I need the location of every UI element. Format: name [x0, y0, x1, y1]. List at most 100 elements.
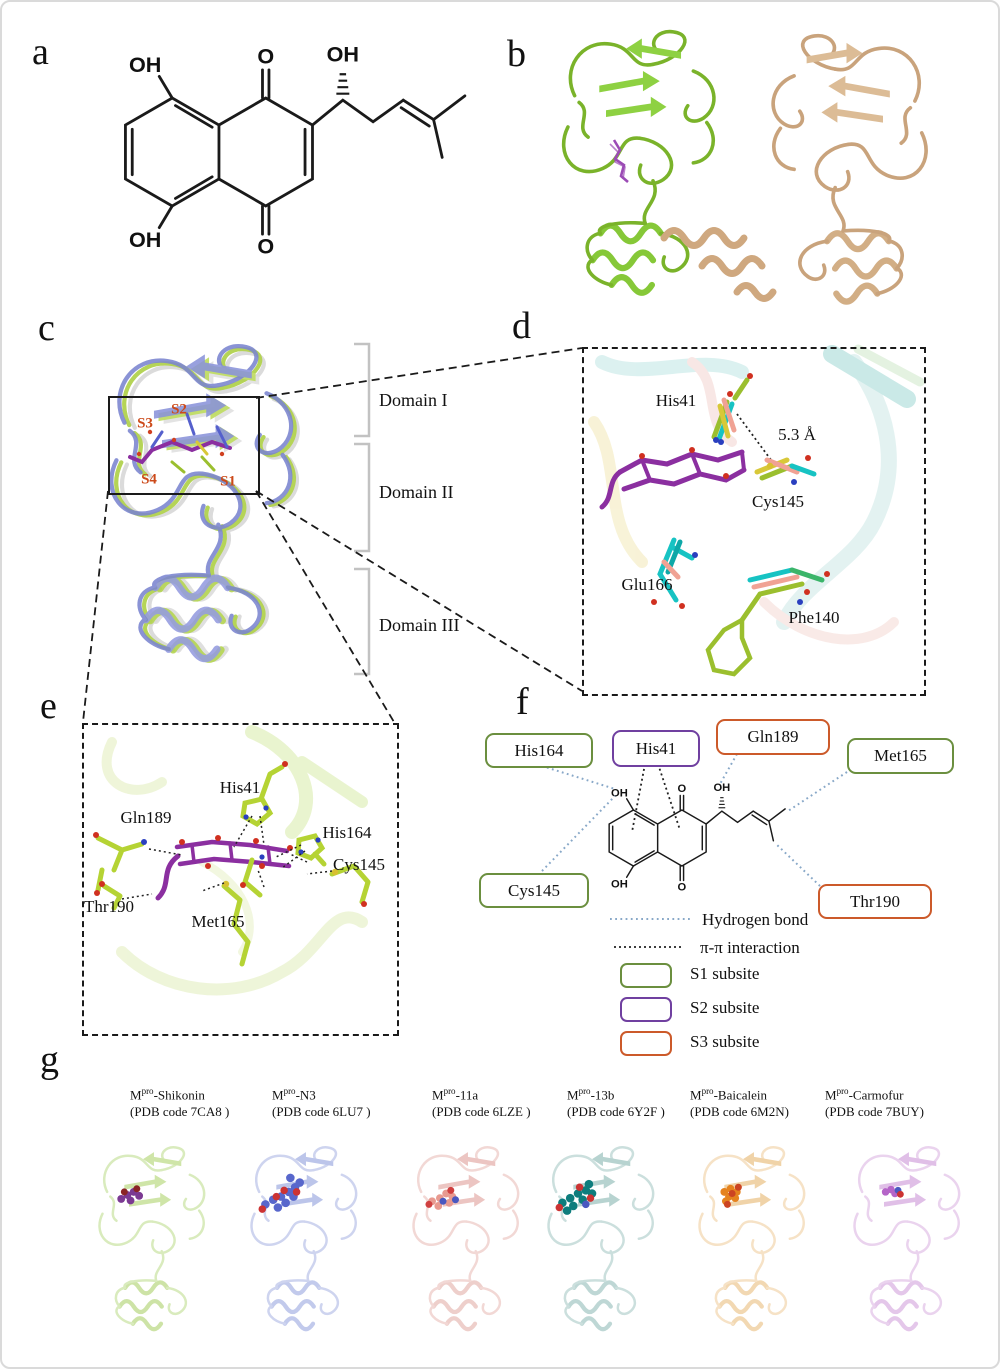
mpro-base: M — [690, 1087, 702, 1103]
interaction-box-gln189: Gln189 — [716, 719, 830, 755]
active-site-rectangle — [108, 396, 260, 495]
structure-label-11a: Mpro-11a (PDB code 6LZE ) — [432, 1083, 531, 1120]
residue-label-his41-d: His41 — [655, 391, 697, 410]
panel-letter-e: e — [40, 685, 57, 727]
panel-b-dimer — [564, 32, 926, 302]
residue-phe140-sticks — [705, 567, 830, 677]
residue-label-his164-e: His164 — [322, 823, 372, 842]
residue-label-thr190-e: Thr190 — [83, 897, 135, 916]
panel-d-closeup — [588, 344, 925, 677]
legend-s3-label: S3 subsite — [690, 1032, 760, 1051]
pdb-code: (PDB code 7CA8 ) — [130, 1104, 230, 1120]
ligand-name: -11a — [455, 1087, 479, 1103]
ligand-spheres — [425, 1186, 459, 1210]
mpro-base: M — [130, 1087, 142, 1103]
subsite-label-s2: S2 — [171, 401, 187, 418]
legend-s1-box — [620, 963, 672, 988]
pdb-code: (PDB code 7BUY) — [825, 1104, 924, 1120]
residue-his41-sticks — [711, 373, 753, 445]
ligand-spheres — [555, 1179, 597, 1215]
panel-e-frame — [82, 723, 399, 1036]
structure-label-baicalein: Mpro-Baicalein (PDB code 6M2N) — [690, 1083, 789, 1120]
interaction-box-his41: His41 — [612, 730, 700, 767]
interaction-box-his164: His164 — [485, 733, 593, 768]
ligand-name: -Baicalein — [713, 1087, 767, 1103]
panel-e-ligand — [155, 839, 292, 901]
distance-dotted-line — [736, 413, 775, 465]
domain-i-label: Domain I — [379, 390, 448, 410]
panel-c-overlay — [111, 342, 371, 676]
panel-d-ligand — [599, 449, 747, 510]
residue-label-cys145-e: Cys145 — [333, 855, 385, 874]
panel-g-structures — [100, 1147, 960, 1329]
pdb-code: (PDB code 6LZE ) — [432, 1104, 531, 1120]
mpro-sup: pro — [701, 1086, 714, 1096]
mpro-base: M — [825, 1087, 837, 1103]
panel-b-ligand — [609, 139, 629, 183]
residue-label-his41-e: His41 — [219, 778, 261, 797]
legend-hydrogen-bond-label: Hydrogen bond — [702, 910, 809, 929]
pi-pi-lines — [631, 763, 681, 833]
legend-s3-box — [620, 1031, 672, 1056]
subsite-label-s3: S3 — [137, 415, 153, 432]
structure-mpro-11a — [414, 1147, 519, 1329]
ligand-spheres — [720, 1183, 742, 1208]
pdb-code: (PDB code 6M2N) — [690, 1104, 789, 1120]
residue-label-glu166: Glu166 — [621, 575, 673, 594]
panel-letter-d: d — [512, 305, 531, 347]
panel-d-frame — [582, 347, 926, 696]
structure-mpro-shikonin — [100, 1147, 205, 1329]
residue-label-gln189: Gln189 — [120, 808, 172, 827]
ligand-name: -Carmofur — [848, 1087, 904, 1103]
mpro-sup: pro — [443, 1086, 456, 1096]
panel-e-residue-sticks — [95, 764, 371, 967]
panel-e-residue-atoms — [93, 761, 367, 907]
mpro-sup: pro — [141, 1086, 154, 1096]
structure-mpro-n3 — [252, 1147, 357, 1329]
panel-letter-g: g — [40, 1039, 59, 1081]
legend-s1-label: S1 subsite — [690, 964, 760, 983]
panel-letter-c: c — [38, 307, 55, 349]
panel-f-diagram — [541, 753, 848, 948]
legend-s2-label: S2 subsite — [690, 998, 760, 1017]
legend-s2-box — [620, 997, 672, 1022]
panel-e-closeup — [93, 725, 371, 996]
panel-d-ligand-oxygens — [639, 447, 729, 479]
mpro-base: M — [567, 1087, 579, 1103]
panel-letter-a: a — [32, 31, 49, 73]
ligand-spheres — [258, 1173, 305, 1213]
legend-pi-pi-label: π-π interaction — [700, 938, 800, 957]
zoom-connector-lines — [82, 347, 583, 723]
subsite-label-s4: S4 — [141, 471, 157, 488]
hydrogen-bond-lines — [541, 753, 848, 887]
panel-letter-b: b — [507, 33, 526, 75]
domain-brackets — [354, 342, 371, 676]
panel-e-ligand-oxygens — [179, 835, 293, 869]
structure-label-carmofur: Mpro-Carmofur (PDB code 7BUY) — [825, 1083, 924, 1120]
ligand-spheres — [117, 1185, 144, 1205]
ligand-name: -Shikonin — [153, 1087, 205, 1103]
residue-label-cys145-d: Cys145 — [752, 492, 804, 511]
panel-d-background-ribbons — [588, 344, 925, 645]
mpro-sup: pro — [283, 1086, 296, 1096]
mpro-base: M — [432, 1087, 444, 1103]
subsite-label-s1: S1 — [220, 473, 236, 490]
residue-label-phe140: Phe140 — [788, 608, 840, 627]
ligand-name: -N3 — [295, 1087, 316, 1103]
domain-iii-label: Domain III — [379, 615, 460, 635]
structure-label-shikonin: Mpro-Shikonin (PDB code 7CA8 ) — [130, 1083, 229, 1120]
structure-mpro-carmofur — [855, 1147, 960, 1329]
structure-mpro-baicalein — [700, 1147, 805, 1329]
interaction-box-thr190: Thr190 — [818, 884, 932, 919]
domain-ii-label: Domain II — [379, 482, 454, 502]
residue-label-met165-e: Met165 — [191, 912, 245, 931]
panel-c-active-site-sticks — [128, 412, 232, 474]
ligand-name: -13b — [590, 1087, 615, 1103]
ligand-spheres — [881, 1185, 904, 1198]
residue-cys145-sticks — [754, 455, 817, 485]
mpro-sup: pro — [836, 1086, 849, 1096]
mpro-base: M — [272, 1087, 284, 1103]
panel-letter-f: f — [516, 681, 529, 723]
mpro-sup: pro — [578, 1086, 591, 1096]
panel-e-interaction-lines — [121, 815, 333, 900]
